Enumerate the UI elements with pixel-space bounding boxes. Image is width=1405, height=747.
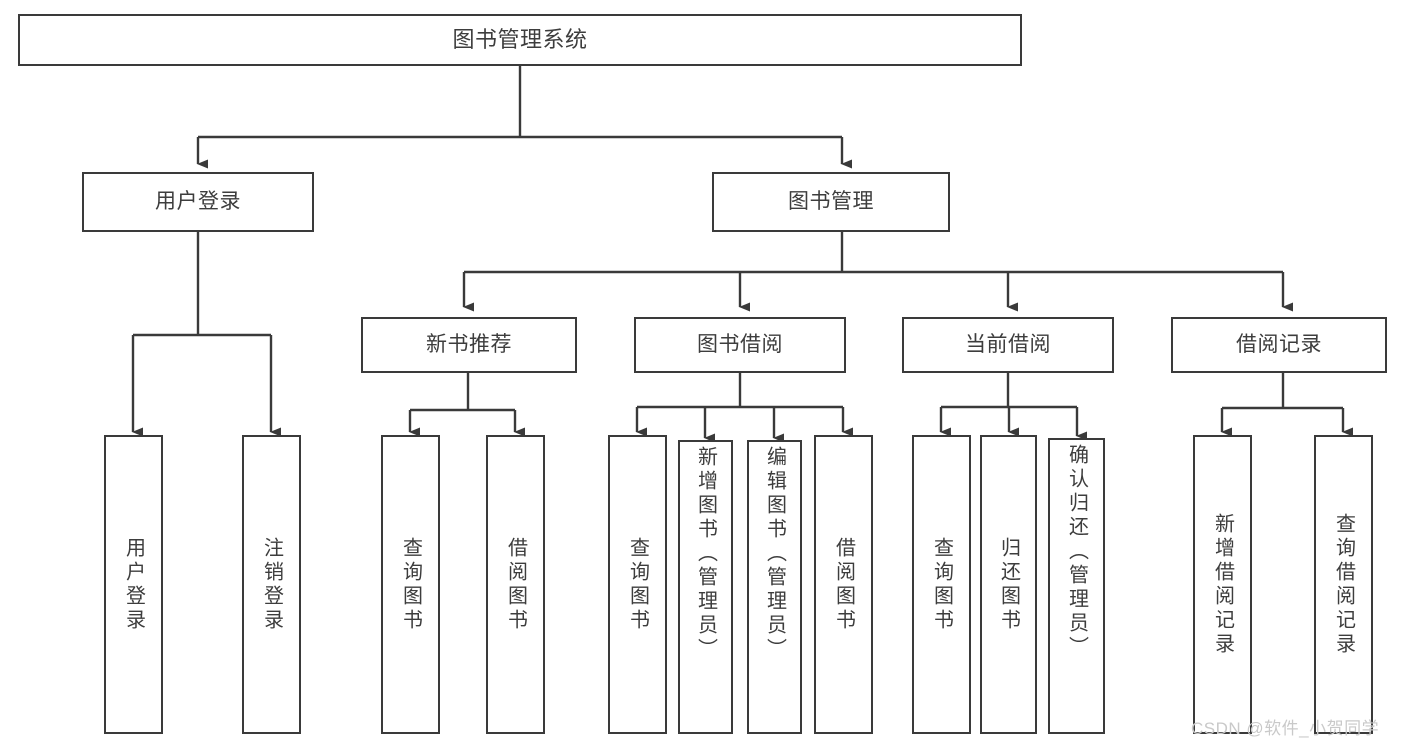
node-leaf-currentborrow-query-book-label: 查询图书: [930, 536, 953, 633]
node-leaf-user-login-logout[interactable]: 注销登录: [242, 435, 301, 734]
node-root-system[interactable]: 图书管理系统: [18, 14, 1022, 66]
node-current-borrow[interactable]: 当前借阅: [902, 317, 1114, 373]
node-borrow-record-label: 借阅记录: [1236, 333, 1322, 357]
node-leaf-bookborrow-borrow-book[interactable]: 借阅图书: [814, 435, 873, 734]
node-leaf-newbook-query-book-label: 查询图书: [399, 536, 422, 633]
node-leaf-bookborrow-query-book-label: 查询图书: [626, 536, 649, 633]
node-leaf-user-login-login[interactable]: 用户登录: [104, 435, 163, 734]
node-leaf-bookborrow-add-book[interactable]: 新增图书（管理员）: [678, 440, 733, 734]
node-leaf-bookborrow-edit-book[interactable]: 编辑图书（管理员）: [747, 440, 802, 734]
node-leaf-bookborrow-borrow-book-label: 借阅图书: [832, 536, 855, 633]
csdn-watermark: CSDN @软件_小贺同学: [1191, 719, 1380, 738]
node-new-book-recommend-label: 新书推荐: [426, 333, 512, 357]
node-leaf-currentborrow-return-book-label: 归还图书: [997, 536, 1020, 633]
node-leaf-bookborrow-edit-book-label: 编辑图书（管理员）: [763, 446, 786, 662]
node-leaf-bookborrow-add-book-label: 新增图书（管理员）: [694, 446, 717, 662]
node-leaf-bookborrow-query-book[interactable]: 查询图书: [608, 435, 667, 734]
node-leaf-borrowrecord-add-record[interactable]: 新增借阅记录: [1193, 435, 1252, 734]
node-leaf-currentborrow-confirm-return[interactable]: 确认归还（管理员）: [1048, 438, 1105, 734]
node-current-borrow-label: 当前借阅: [965, 333, 1051, 357]
node-leaf-newbook-borrow-book[interactable]: 借阅图书: [486, 435, 545, 734]
node-leaf-newbook-borrow-book-label: 借阅图书: [504, 536, 527, 633]
node-leaf-newbook-query-book[interactable]: 查询图书: [381, 435, 440, 734]
node-leaf-borrowrecord-query-record-label: 查询借阅记录: [1332, 512, 1355, 657]
node-book-borrow-label: 图书借阅: [697, 333, 783, 357]
node-new-book-recommend[interactable]: 新书推荐: [361, 317, 577, 373]
node-leaf-user-login-logout-label: 注销登录: [260, 536, 283, 633]
node-user-login[interactable]: 用户登录: [82, 172, 314, 232]
node-leaf-borrowrecord-add-record-label: 新增借阅记录: [1211, 512, 1234, 657]
node-leaf-currentborrow-confirm-return-label: 确认归还（管理员）: [1065, 444, 1088, 660]
node-leaf-borrowrecord-query-record[interactable]: 查询借阅记录: [1314, 435, 1373, 734]
node-leaf-currentborrow-return-book[interactable]: 归还图书: [980, 435, 1037, 734]
node-user-login-label: 用户登录: [155, 190, 241, 214]
node-leaf-user-login-login-label: 用户登录: [122, 536, 145, 633]
node-borrow-record[interactable]: 借阅记录: [1171, 317, 1387, 373]
node-book-management[interactable]: 图书管理: [712, 172, 950, 232]
node-book-borrow[interactable]: 图书借阅: [634, 317, 846, 373]
node-root-system-label: 图书管理系统: [452, 26, 588, 52]
node-leaf-currentborrow-query-book[interactable]: 查询图书: [912, 435, 971, 734]
node-book-management-label: 图书管理: [788, 190, 874, 214]
